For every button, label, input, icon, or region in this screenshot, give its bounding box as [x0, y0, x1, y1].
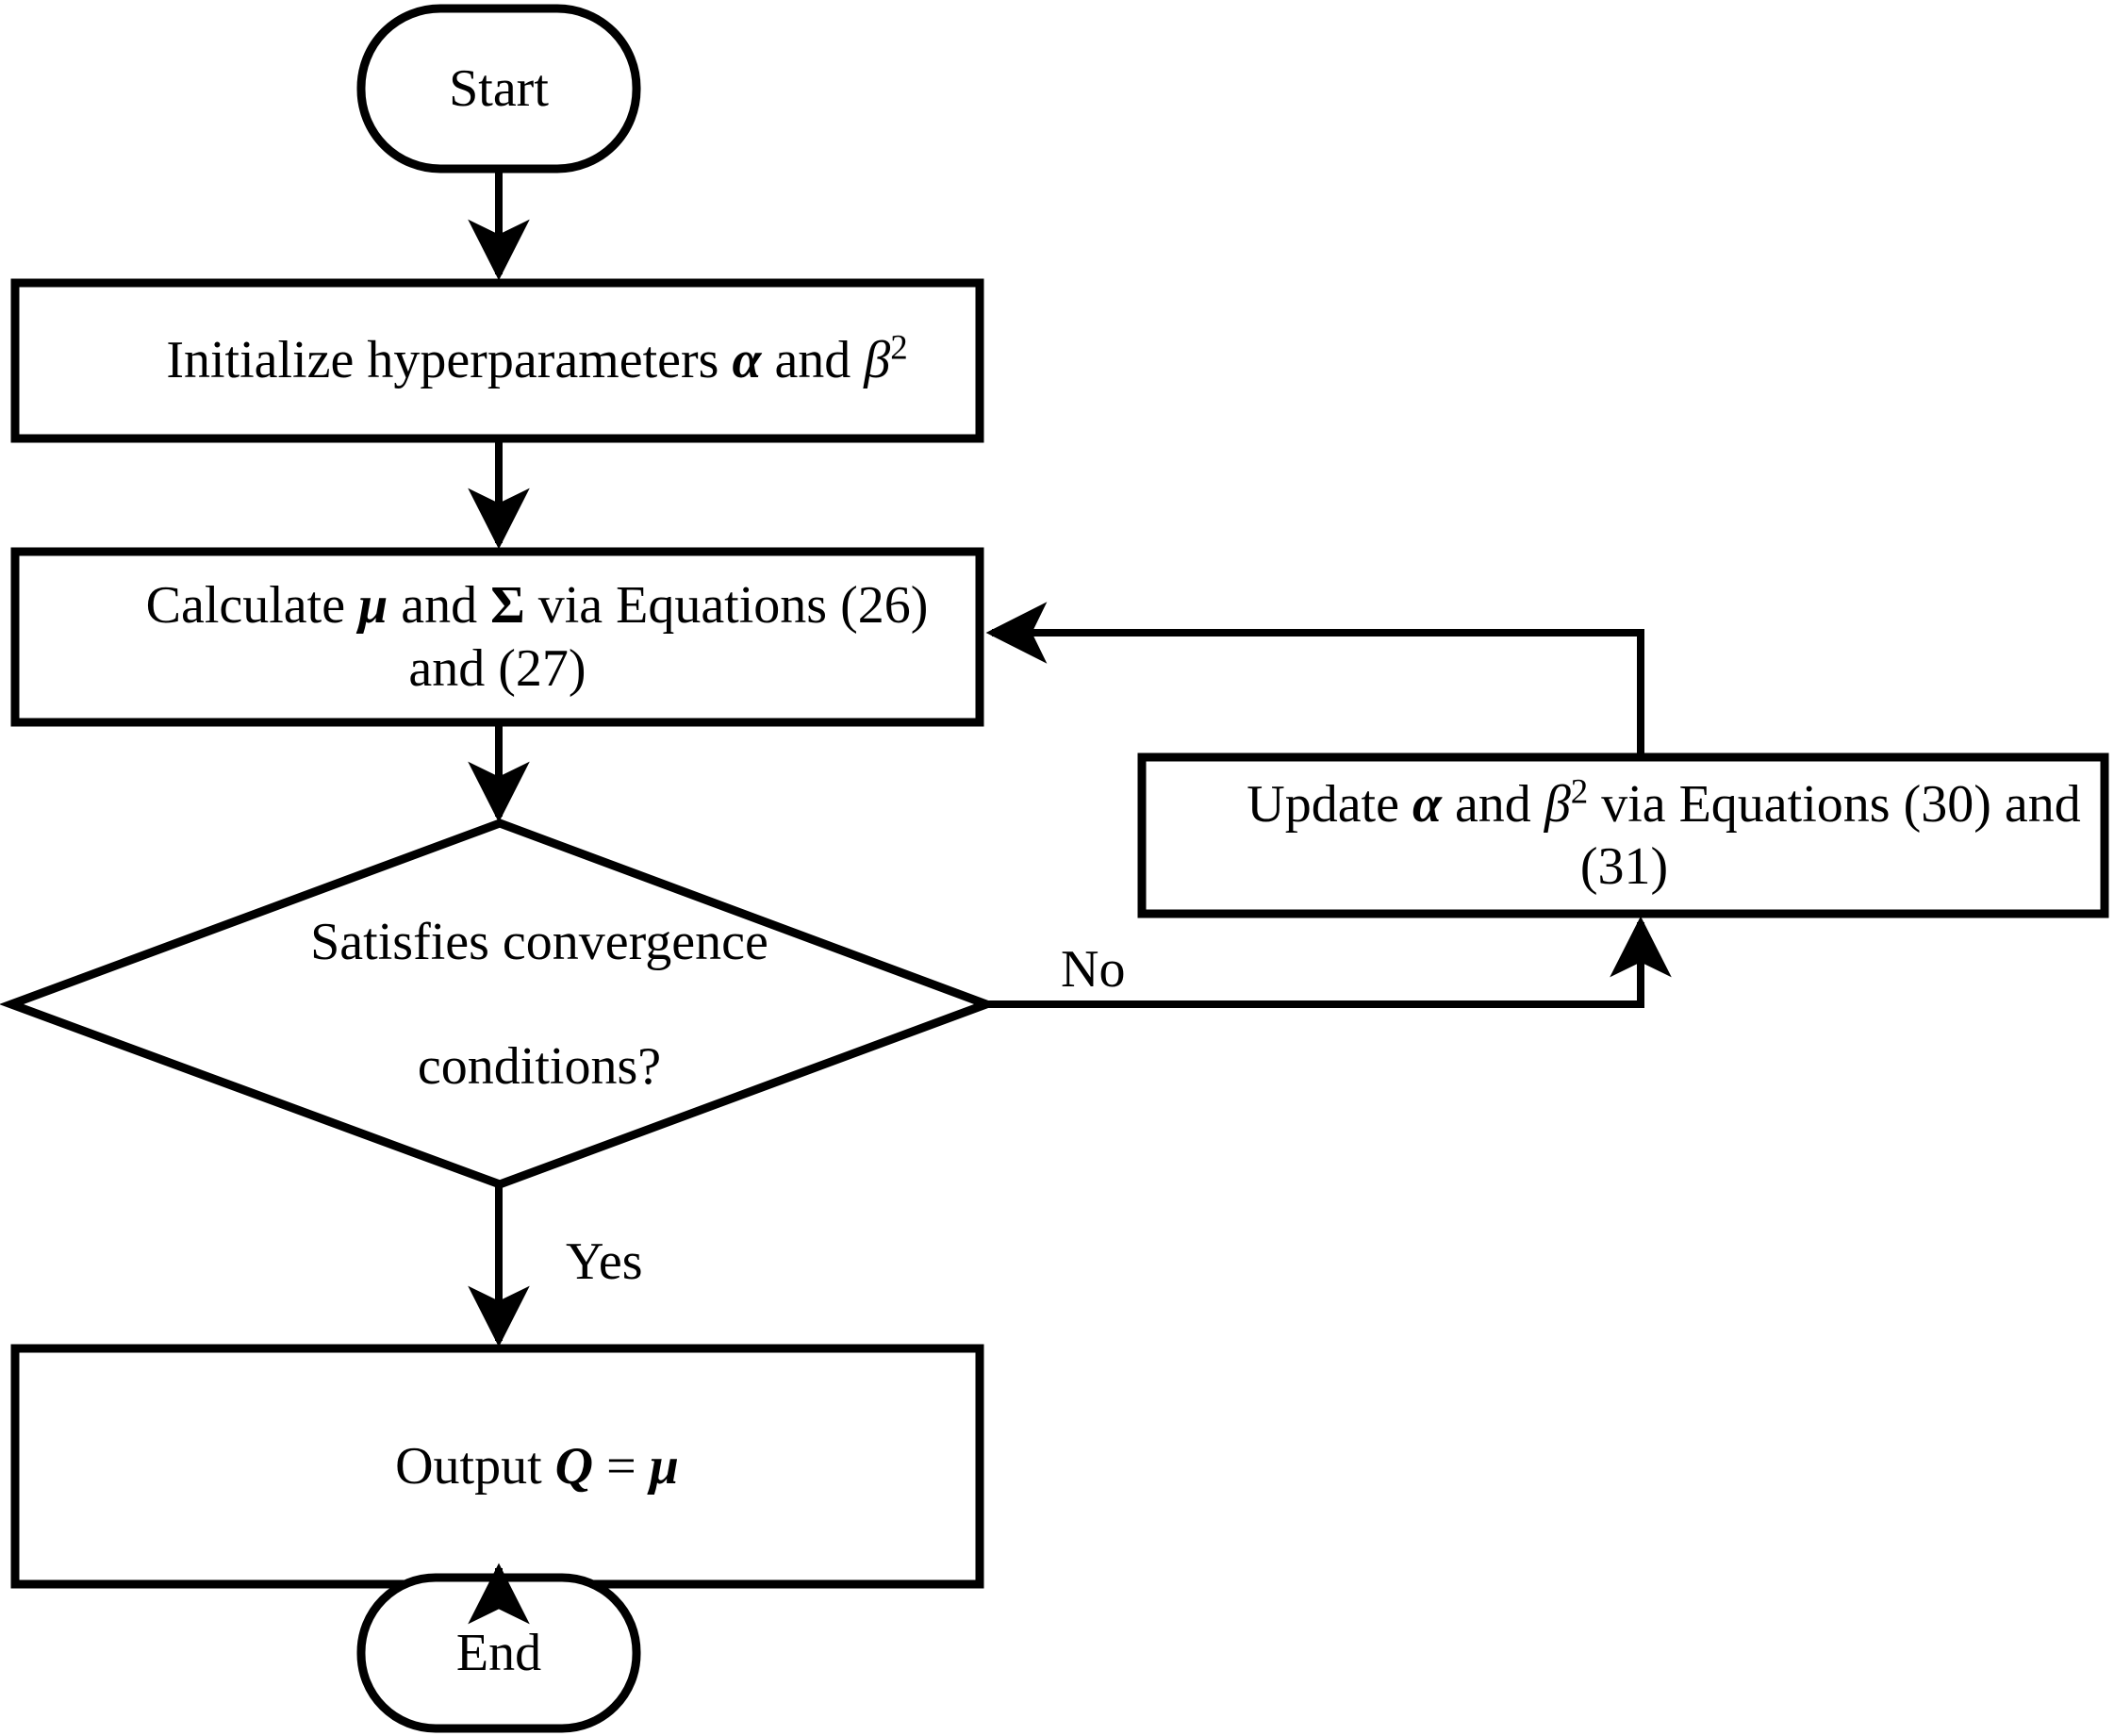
end-node-shape [356, 1573, 641, 1733]
edge-label-no: No [1061, 940, 1126, 999]
output-node-shape [10, 1344, 984, 1589]
decision-node-shape [0, 818, 999, 1189]
edge-label-yes: Yes [566, 1232, 643, 1291]
edge-update-to-calculate [985, 602, 1644, 757]
initialize-node-shape [10, 278, 984, 443]
start-node-shape [356, 4, 641, 174]
calculate-node-shape [10, 547, 984, 727]
edge-decision-no-to-update [986, 916, 1672, 1008]
update-node-shape [1137, 752, 2109, 918]
